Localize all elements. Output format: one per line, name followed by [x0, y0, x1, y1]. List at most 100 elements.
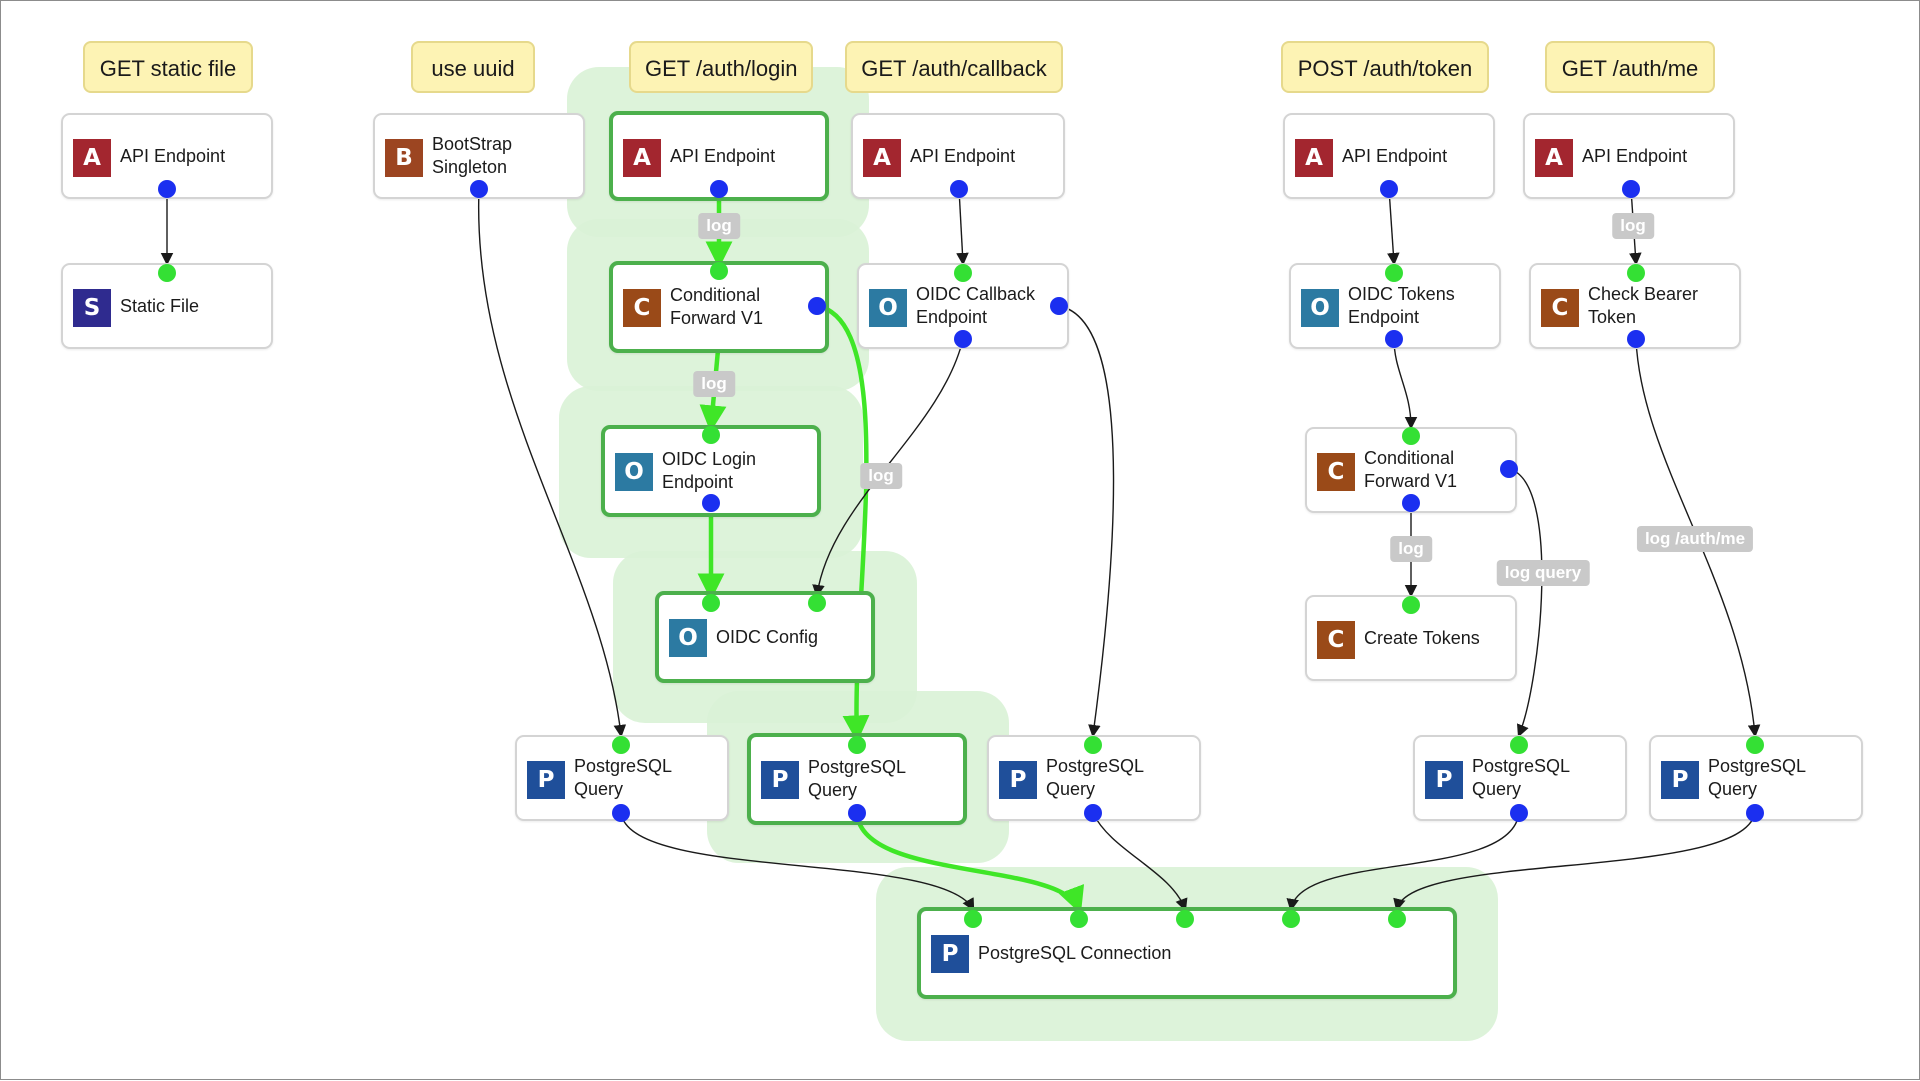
output-port[interactable] [1746, 804, 1764, 822]
edge-n8-n9[interactable] [956, 188, 969, 266]
node-title: OIDC Callback Endpoint [916, 284, 1036, 327]
postgresql-icon: P [527, 761, 565, 799]
input-port[interactable] [158, 264, 176, 282]
group-label-post-auth-token[interactable]: POST /auth/token [1281, 41, 1489, 93]
edge-label[interactable]: log [1612, 213, 1654, 239]
group-label-get-auth-me[interactable]: GET /auth/me [1545, 41, 1715, 93]
node-title: PostgreSQL Query [574, 756, 673, 799]
input-port[interactable] [710, 262, 728, 280]
edge-label[interactable]: log query [1496, 560, 1590, 586]
postgresql-icon: P [1661, 761, 1699, 799]
edge-n18-n21[interactable] [1092, 812, 1188, 912]
input-port[interactable] [702, 426, 720, 444]
oidc-icon: O [869, 289, 907, 327]
conditional-icon: C [1317, 453, 1355, 491]
output-port[interactable] [1627, 330, 1645, 348]
edge-n20-n21[interactable] [1393, 812, 1756, 912]
input-port[interactable] [1627, 264, 1645, 282]
node-title: PostgreSQL Connection [978, 942, 1172, 963]
postgresql-icon: P [999, 761, 1037, 799]
output-port[interactable] [954, 330, 972, 348]
node-title: PostgreSQL Query [808, 757, 907, 800]
create-tokens-icon: C [1317, 621, 1355, 659]
conditional-icon: C [1541, 289, 1579, 327]
group-label-get-auth-login[interactable]: GET /auth/login [629, 41, 813, 93]
postgresql-query-node[interactable]: P PostgreSQL Query [1649, 735, 1863, 821]
input-port[interactable] [848, 736, 866, 754]
input-port[interactable] [808, 594, 826, 612]
node-title: Create Tokens [1364, 627, 1480, 648]
group-label-get-static-file[interactable]: GET static file [83, 41, 253, 93]
edge-label[interactable]: log [693, 371, 735, 397]
node-title: PostgreSQL Query [1046, 756, 1145, 799]
output-port[interactable] [470, 180, 488, 198]
output-port[interactable] [702, 494, 720, 512]
output-port[interactable] [848, 804, 866, 822]
output-port[interactable] [710, 180, 728, 198]
api-endpoint-node[interactable]: A API Endpoint [1523, 113, 1735, 199]
postgresql-connection-node[interactable]: P PostgreSQL Connection [917, 907, 1457, 999]
node-title: OIDC Login Endpoint [662, 449, 757, 492]
input-port[interactable] [1282, 910, 1300, 928]
node-title: API Endpoint [670, 145, 776, 166]
oidc-icon: O [615, 453, 653, 491]
output-port[interactable] [1385, 330, 1403, 348]
input-port[interactable] [954, 264, 972, 282]
input-port[interactable] [1084, 736, 1102, 754]
edge-label[interactable]: log /auth/me [1636, 526, 1754, 552]
output-port[interactable] [158, 180, 176, 198]
output-port[interactable] [950, 180, 968, 198]
api-endpoint-icon: A [1535, 139, 1573, 177]
output-port[interactable] [1500, 460, 1518, 478]
edge-n10-n11[interactable] [1387, 188, 1400, 266]
output-port[interactable] [612, 804, 630, 822]
api-endpoint-icon: A [73, 139, 111, 177]
group-label-get-auth-callback[interactable]: GET /auth/callback [845, 41, 1063, 93]
input-port[interactable] [1388, 910, 1406, 928]
check-bearer-token-node[interactable]: C Check Bearer Token [1529, 263, 1741, 349]
input-port[interactable] [1402, 427, 1420, 445]
node-title: OIDC Tokens Endpoint [1348, 284, 1455, 327]
output-port[interactable] [1510, 804, 1528, 822]
node-title: Conditional Forward V1 [1364, 448, 1458, 491]
input-port[interactable] [1385, 264, 1403, 282]
edge-n3-n16[interactable] [477, 188, 627, 738]
output-port[interactable] [808, 297, 826, 315]
node-title: Check Bearer Token [1588, 284, 1699, 327]
input-port[interactable] [612, 736, 630, 754]
edge-n19-n21[interactable] [1286, 812, 1520, 912]
input-port[interactable] [1176, 910, 1194, 928]
node-title: API Endpoint [1342, 145, 1448, 166]
input-port[interactable] [1746, 736, 1764, 754]
edge-label[interactable]: log [860, 463, 902, 489]
input-port[interactable] [1510, 736, 1528, 754]
node-title: PostgreSQL Query [1472, 756, 1571, 799]
oidc-config-node[interactable]: O OIDC Config [655, 591, 875, 683]
input-port[interactable] [1070, 910, 1088, 928]
edge-n17-n21[interactable] [854, 812, 1084, 915]
edge-label[interactable]: log [698, 213, 740, 239]
input-port[interactable] [702, 594, 720, 612]
postgresql-icon: P [931, 935, 969, 973]
output-port[interactable] [1622, 180, 1640, 198]
api-endpoint-icon: A [863, 139, 901, 177]
edge-n9-n18[interactable] [1058, 305, 1115, 738]
node-title: API Endpoint [910, 145, 1016, 166]
output-port[interactable] [1402, 494, 1420, 512]
edge-n15-n20[interactable] [1635, 338, 1761, 738]
group-label-use-uuid[interactable]: use uuid [411, 41, 535, 93]
edge-n11-n12[interactable] [1393, 338, 1418, 430]
output-port[interactable] [1050, 297, 1068, 315]
edge-n12-n19[interactable] [1508, 468, 1543, 738]
input-port[interactable] [1402, 596, 1420, 614]
oidc-icon: O [1301, 289, 1339, 327]
output-port[interactable] [1380, 180, 1398, 198]
api-endpoint-icon: A [1295, 139, 1333, 177]
input-port[interactable] [964, 910, 982, 928]
edge-label[interactable]: log [1390, 536, 1432, 562]
output-port[interactable] [1084, 804, 1102, 822]
edge-n16-n21[interactable] [620, 812, 975, 912]
node-title: API Endpoint [1582, 145, 1688, 166]
